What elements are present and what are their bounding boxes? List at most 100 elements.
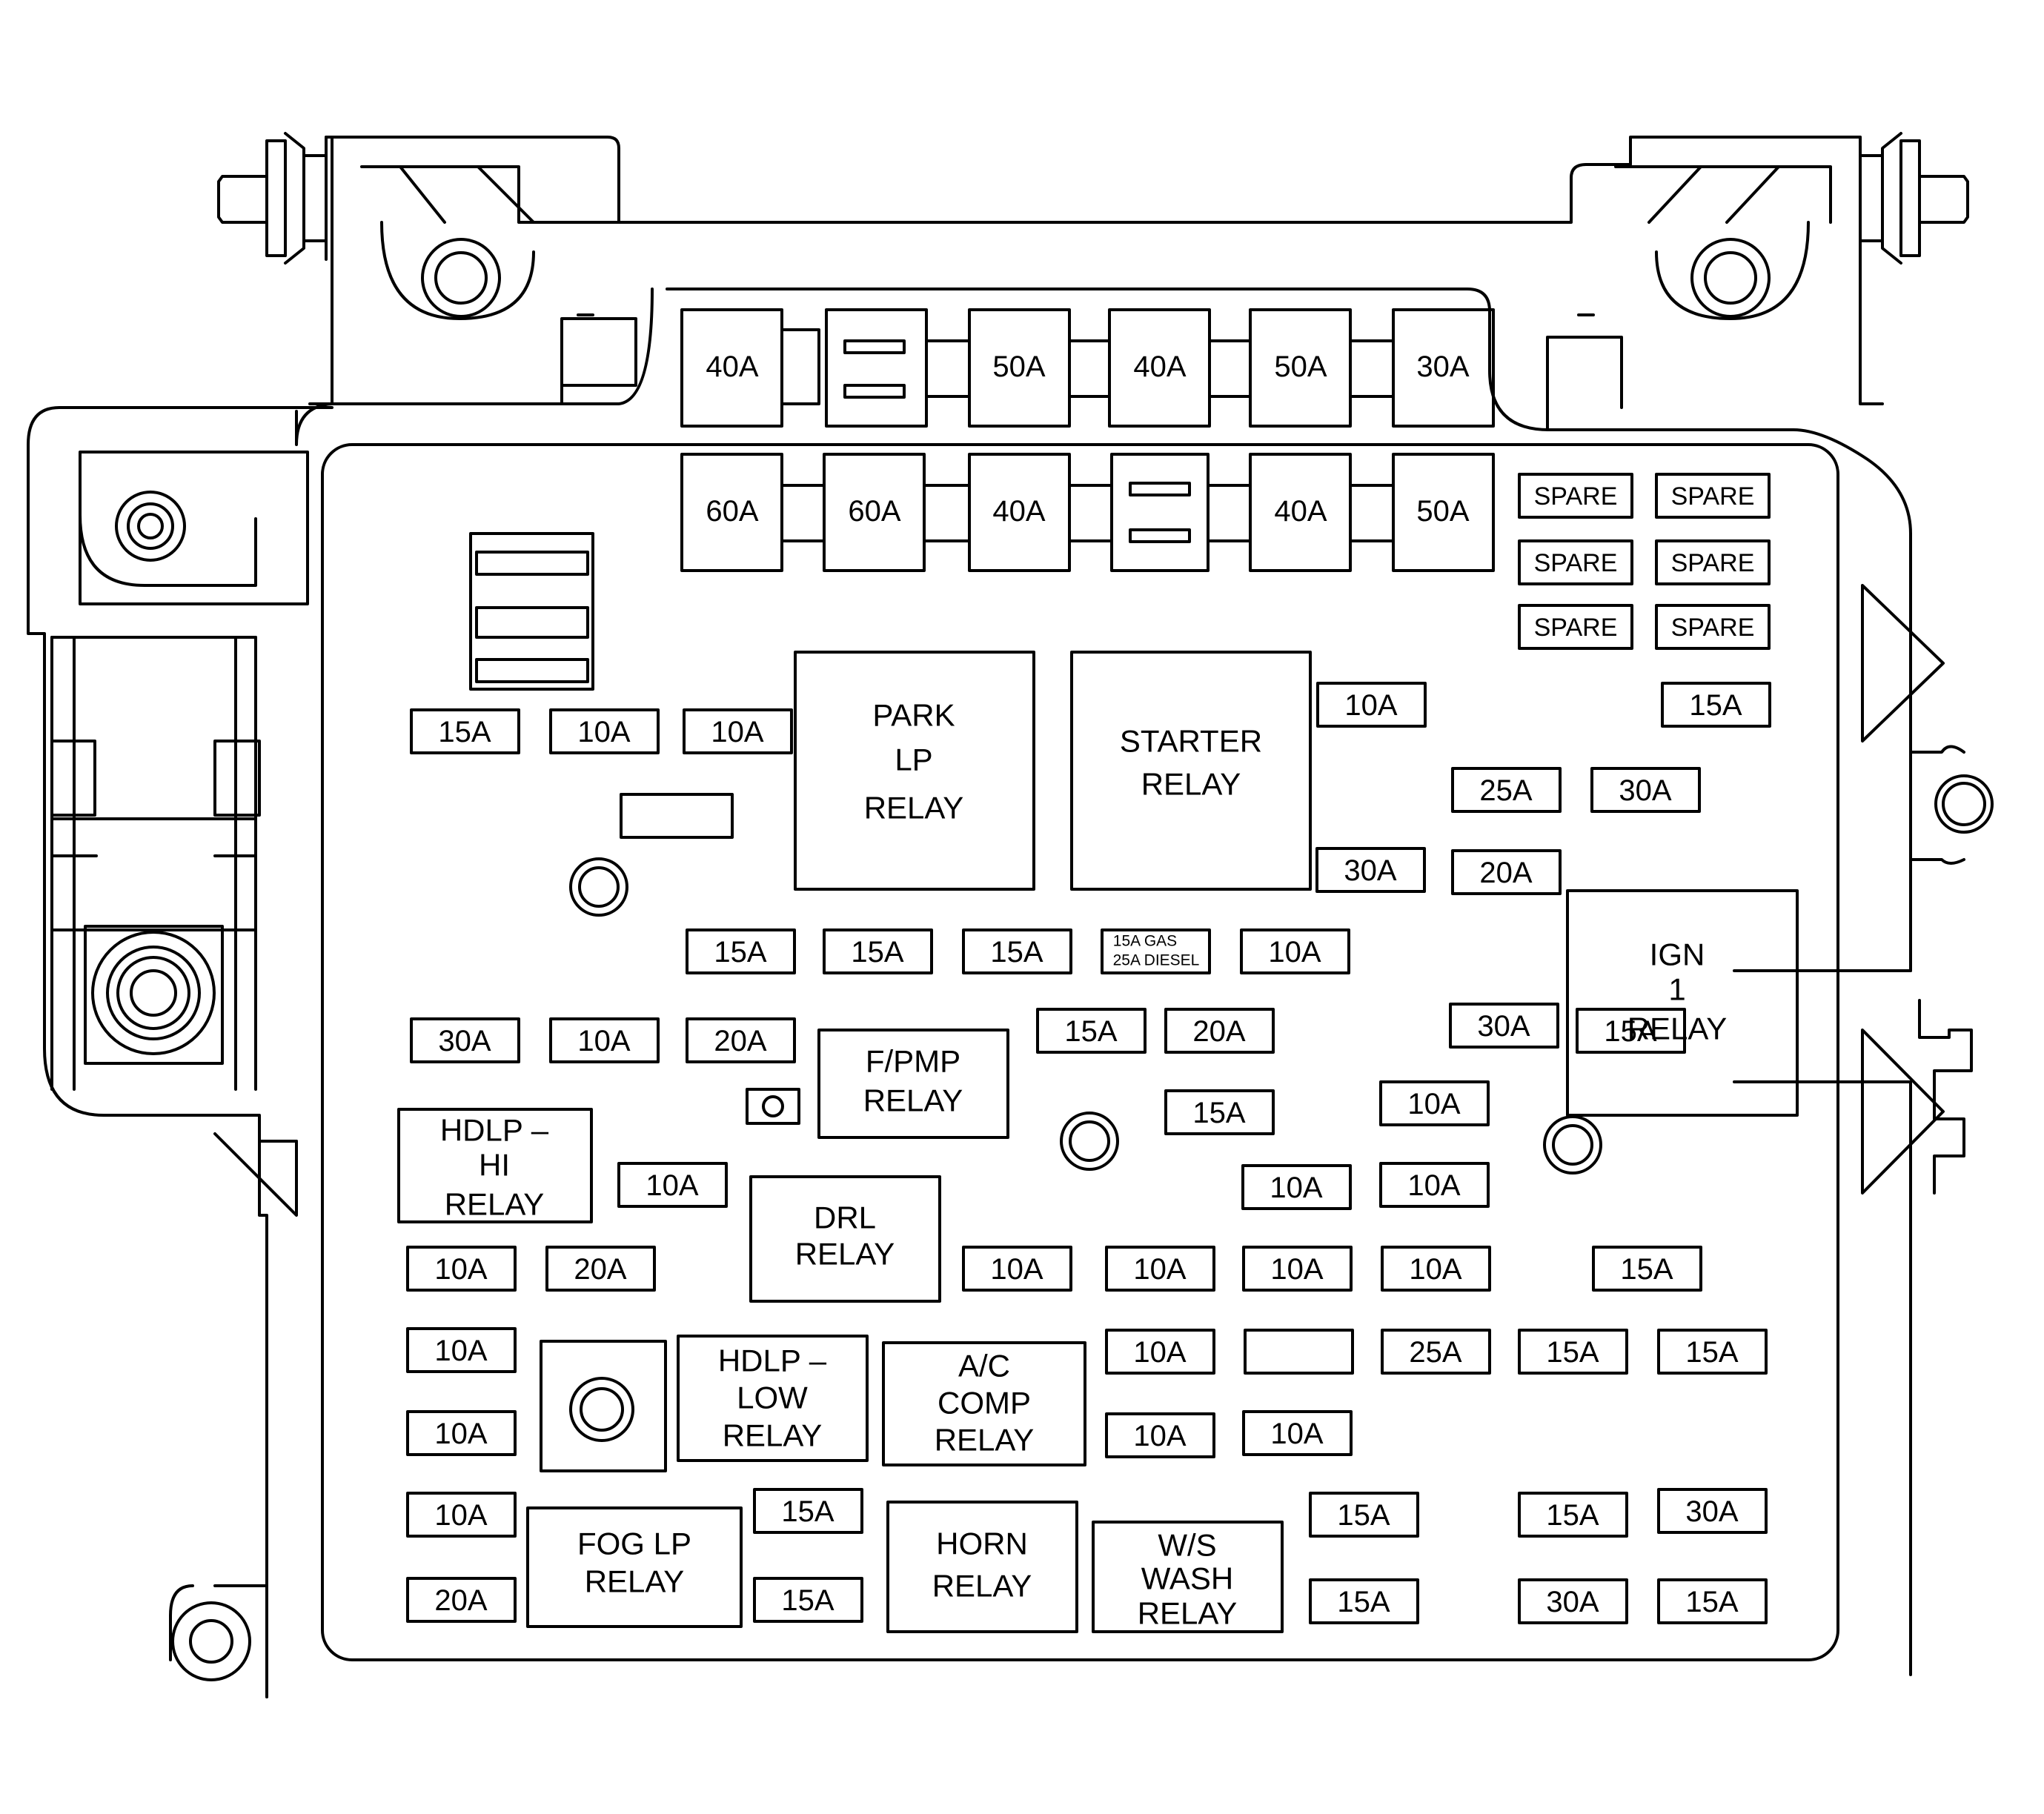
relay-boxes — [397, 651, 1799, 1633]
mini-fuse-label: 30A — [1546, 1586, 1599, 1618]
spare-fuse-label: SPARE — [1671, 614, 1755, 642]
mini-fuse: 10A — [1241, 1164, 1352, 1210]
relay-label-park: LP — [895, 742, 932, 777]
mini-fuse: 15A — [1592, 1246, 1702, 1292]
mini-fuse: 15A — [1576, 1008, 1686, 1054]
relay-label-ign: 1 — [1668, 972, 1685, 1007]
relay-label-starter: RELAY — [1141, 767, 1241, 802]
mini-fuse: 10A — [549, 1017, 660, 1063]
mini-fuse: 15A — [1309, 1492, 1419, 1538]
mini-fuse-label: 10A — [1409, 1253, 1461, 1286]
mini-fuse: 15A — [1036, 1008, 1147, 1054]
mini-fuse: 25A — [1451, 767, 1562, 813]
mini-fuse-label: 10A — [577, 716, 630, 748]
mini-fuse-label: 15A — [1604, 1015, 1656, 1048]
mini-fuse-label: 30A — [1477, 1010, 1530, 1043]
mini-fuse: 10A — [1242, 1246, 1353, 1292]
maxi-fuse-label: 50A — [992, 350, 1045, 383]
relay-label-ac-comp: COMP — [938, 1386, 1031, 1421]
mini-fuse-label: 20A — [1192, 1015, 1245, 1048]
mini-fuse-label: 10A — [646, 1169, 698, 1202]
relay-label-drl: DRL — [814, 1200, 876, 1235]
mini-fuse-label: 10A — [711, 716, 763, 748]
mini-fuse: 15A — [1657, 1578, 1768, 1624]
mini-fuse: 10A — [1379, 1162, 1490, 1208]
mini-fuse-label: 15A — [438, 716, 491, 748]
mini-fuse-label: 15A — [990, 936, 1043, 969]
mini-fuse-label: 10A — [1270, 1172, 1322, 1204]
relay-label-ws-wash: RELAY — [1138, 1596, 1238, 1631]
relay-label-ign: IGN — [1650, 937, 1705, 972]
mini-fuse: 10A — [1316, 682, 1427, 728]
mini-fuse-label: 15A — [1546, 1499, 1599, 1532]
maxi-fuse-label: 40A — [1133, 350, 1186, 383]
mini-fuse-label: 30A — [1619, 774, 1671, 807]
relay-label-hdlp-low: HDLP – — [718, 1343, 827, 1378]
mini-fuse: 10A — [406, 1410, 517, 1456]
mini-fuse: 15A — [1518, 1329, 1628, 1375]
relay-label-ws-wash: W/S — [1158, 1528, 1216, 1563]
mini-fuse-label: 10A — [1133, 1336, 1186, 1369]
mini-fuse: 10A — [1105, 1329, 1215, 1375]
relay-label-horn: HORN — [936, 1526, 1028, 1561]
mini-fuse: 10A — [1240, 928, 1350, 974]
mini-fuse-label: 15A — [781, 1495, 834, 1528]
mini-fuse: 30A — [1449, 1003, 1559, 1049]
spare-fuse: SPARE — [1518, 539, 1633, 585]
mini-fuse-label: 10A — [434, 1253, 487, 1286]
mini-fuse: 10A — [406, 1492, 517, 1538]
mini-fuse: 15A — [1518, 1492, 1628, 1538]
mini-fuse-label: 20A — [434, 1584, 487, 1617]
mini-fuse-label: 10A — [577, 1025, 630, 1057]
mini-fuse: 15A — [1164, 1089, 1275, 1135]
mini-fuse: 10A — [1105, 1412, 1215, 1458]
spare-fuse-label: SPARE — [1671, 482, 1755, 511]
mini-fuse: 15A — [1309, 1578, 1419, 1624]
mini-fuse: 20A — [686, 1017, 796, 1063]
relay-label-fog: RELAY — [585, 1564, 685, 1599]
relay-label-fog: FOG LP — [577, 1526, 691, 1561]
spare-fuse: SPARE — [1655, 539, 1771, 585]
mini-fuse: 10A — [406, 1327, 517, 1373]
maxi-fuse-label: 30A — [1416, 350, 1469, 383]
mini-fuse-label: 15A — [1337, 1499, 1390, 1532]
mini-fuse: 30A — [1657, 1488, 1768, 1534]
left-connector — [50, 451, 309, 1681]
blank-slots — [620, 793, 1354, 1375]
side-latches — [560, 313, 1994, 1195]
mini-fuse-label: 10A — [434, 1499, 487, 1532]
mini-fuse-label: 10A — [434, 1335, 487, 1367]
mini-fuse-label: 20A — [714, 1025, 766, 1057]
maxi-fuse-row-top — [680, 308, 1495, 428]
spare-fuse: SPARE — [1518, 473, 1633, 519]
spare-fuse-label: SPARE — [1671, 549, 1755, 577]
relay-label-horn: RELAY — [932, 1569, 1032, 1604]
mini-fuse: 30A — [1315, 847, 1426, 893]
mini-fuse-label: 25A — [1479, 774, 1532, 807]
relay-label-ac-comp: RELAY — [935, 1423, 1035, 1458]
relay-label-fpmp: RELAY — [863, 1083, 963, 1118]
mini-fuse: 10A — [617, 1162, 728, 1208]
relay-label-fpmp: F/PMP — [866, 1044, 960, 1079]
relay-label-hdlp-low: LOW — [737, 1381, 808, 1415]
maxi-fuse-row-2 — [680, 453, 1495, 572]
mini-fuse-label: 20A — [574, 1253, 626, 1286]
mini-fuse: 15A — [410, 708, 520, 754]
mini-fuse: 25A — [1381, 1329, 1491, 1375]
mini-fuse-label: 15A — [714, 936, 766, 969]
mini-fuse: 10A — [1381, 1246, 1491, 1292]
relay-label-starter: STARTER — [1120, 724, 1262, 759]
relay-label-hdlp-hi: HI — [479, 1148, 510, 1183]
mini-fuse-label: 10A — [1407, 1088, 1460, 1120]
mini-fuse: 10A — [1379, 1080, 1490, 1126]
mini-fuse-label: 25A — [1409, 1336, 1461, 1369]
relay-label-ws-wash: WASH — [1141, 1561, 1233, 1596]
mini-fuse-label: 15A — [851, 936, 903, 969]
mini-fuse-label: 10A — [1133, 1253, 1186, 1286]
relay-label-hdlp-hi: RELAY — [445, 1187, 545, 1222]
mini-fuse: 15A — [686, 928, 796, 974]
relay-label-ac-comp: A/C — [958, 1349, 1010, 1383]
maxi-fuse-label: 50A — [1274, 350, 1327, 383]
mini-fuse: 20A — [545, 1246, 656, 1292]
